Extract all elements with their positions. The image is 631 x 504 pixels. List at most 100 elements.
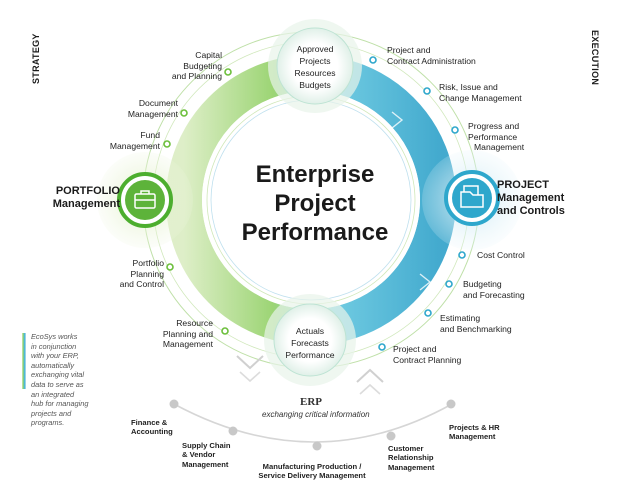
right-item-line: Contract Administration — [387, 55, 476, 66]
erp-item-line: & Vendor — [182, 450, 216, 460]
right-item-line: Cost Control — [477, 250, 525, 260]
portfolio-label-line2: Management — [52, 198, 120, 210]
erp-item-line: Relationship — [388, 453, 434, 463]
top-node-line2: Projects — [299, 56, 331, 66]
top-node — [276, 27, 354, 105]
left-item-line: Management — [109, 140, 160, 151]
right-dot — [369, 56, 377, 64]
right-item-line: Performance — [468, 131, 518, 142]
briefcase-icon — [134, 190, 156, 209]
left-item-line: Planning — [130, 268, 164, 279]
execution-label: EXECUTION — [590, 30, 600, 86]
right-item-line: and Forecasting — [463, 289, 525, 300]
left-item-line: Resource — [176, 318, 213, 328]
bottom-node-line3: Performance — [285, 350, 335, 360]
right-item-estimating-benchmarking: Estimating and Benchmarking — [440, 313, 512, 334]
erp-dot — [228, 426, 238, 436]
left-item-line: Document — [138, 98, 178, 108]
note-line: exchanging vital — [31, 370, 85, 380]
erp-item-line: Manufacturing Production / — [262, 462, 362, 471]
right-item-line: Risk, Issue and — [439, 82, 498, 92]
erp-dot — [446, 399, 456, 409]
left-item-fund-management: Fund Management — [82, 130, 160, 151]
right-item-line: Estimating — [440, 313, 481, 323]
note-line: in conjunction — [31, 341, 77, 351]
note-line: automatically — [31, 360, 75, 370]
project-label: PROJECT Management and Controls — [497, 179, 593, 218]
project-label-line1: PROJECT — [497, 179, 549, 191]
portfolio-label-line1: PORTFOLIO — [55, 185, 120, 197]
chevron-down-icon — [236, 355, 264, 370]
center-title-line1: Enterprise — [255, 161, 375, 188]
erp-subtitle: exchanging critical information — [262, 410, 370, 419]
left-item-document-management: Document Management — [100, 98, 178, 119]
erp-title: ERP — [300, 396, 322, 408]
right-item-line: Project and — [393, 344, 437, 354]
erp-item-finance: Finance & Accounting — [131, 418, 173, 437]
left-item-line: Budgeting — [183, 60, 222, 71]
note-line: an integrated — [31, 389, 75, 399]
left-dot — [166, 263, 174, 271]
left-item-capital-budgeting: Capital Budgeting and Planning — [140, 50, 222, 82]
left-item-resource-planning: Resource Planning and Management — [133, 318, 213, 350]
erp-item-projects-hr: Projects & HR Management — [449, 423, 500, 442]
ring-arrow-right — [419, 273, 432, 291]
right-item-line: Budgeting — [463, 279, 502, 289]
left-item-line: Capital — [195, 50, 222, 60]
left-item-line: and Control — [119, 279, 164, 289]
note-line: with your ERP, — [31, 351, 79, 361]
folder-icon — [460, 185, 484, 208]
right-item-contract-planning: Project and Contract Planning — [393, 344, 461, 365]
note-line: EcoSys works — [31, 332, 78, 341]
erp-dot — [386, 431, 396, 441]
left-item-line: Fund — [140, 130, 160, 140]
right-dot — [378, 343, 386, 351]
right-dot — [424, 309, 432, 317]
right-item-line: Project and — [387, 45, 431, 55]
erp-item-supply-chain: Supply Chain & Vendor Management — [182, 441, 231, 469]
project-label-line2: Management — [497, 192, 565, 204]
center-title: Enterprise Project Performance — [205, 160, 425, 247]
right-item-risk-issue-change: Risk, Issue and Change Management — [439, 82, 522, 103]
left-dot — [163, 140, 171, 148]
erp-dot — [169, 399, 179, 409]
right-item-contract-administration: Project and Contract Administration — [387, 45, 476, 66]
erp-item-line: Customer — [388, 444, 424, 453]
top-node-line4: Budgets — [299, 80, 331, 90]
right-item-budgeting-forecasting: Budgeting and Forecasting — [463, 279, 525, 300]
left-item-line: Planning and — [162, 328, 213, 339]
right-dot — [458, 251, 466, 259]
right-dot — [445, 280, 453, 288]
note-line: data to serve as — [31, 379, 84, 389]
note-line: hub for managing — [31, 399, 89, 409]
left-item-portfolio-planning: Portfolio Planning and Control — [86, 258, 164, 290]
left-item-line: Management — [127, 108, 178, 119]
erp-item-customer-relationship: Customer Relationship Management — [388, 444, 434, 472]
left-item-line: Management — [162, 339, 213, 349]
erp-dot — [312, 441, 322, 451]
center-title-line2: Project — [274, 190, 356, 217]
note-accent-bar — [22, 333, 26, 389]
right-item-line: Contract Planning — [393, 354, 462, 365]
right-item-line: Management — [474, 142, 525, 152]
erp-arc — [173, 403, 453, 443]
erp-item-line: Finance & — [131, 418, 168, 427]
top-node-line3: Resources — [294, 68, 336, 78]
chevron-up-icon-2 — [359, 383, 381, 395]
erp-item-line: Supply Chain — [182, 441, 231, 450]
erp-item-line: Management — [182, 459, 229, 469]
left-dot — [221, 327, 229, 335]
top-node-text: Approved Projects Resources Budgets — [280, 43, 350, 91]
top-node-line1: Approved — [296, 44, 334, 54]
erp-item-manufacturing: Manufacturing Production / Service Deliv… — [246, 462, 378, 481]
strategy-label: STRATEGY — [31, 33, 41, 84]
right-item-progress-performance: Progress and Performance Management — [468, 121, 524, 153]
bottom-node-line1: Actuals — [295, 326, 325, 336]
left-dot — [180, 109, 188, 117]
erp-item-line: Management — [388, 462, 435, 472]
right-item-line: Change Management — [439, 92, 522, 103]
chevron-up-icon — [356, 368, 384, 383]
bottom-node-line2: Forecasts — [291, 338, 329, 348]
ring-arrow-top-right — [391, 111, 404, 129]
